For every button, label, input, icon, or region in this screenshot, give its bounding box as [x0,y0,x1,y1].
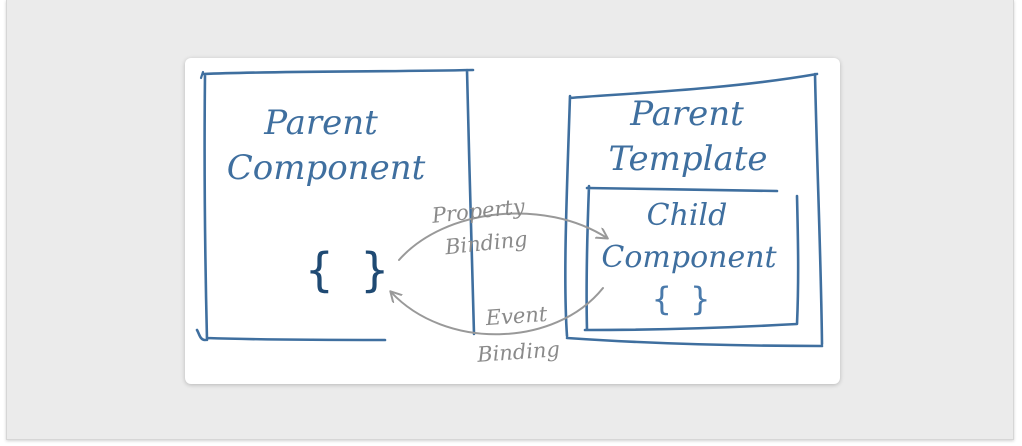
parent-template-box [564,72,824,348]
child-component-title-line1: Child [647,198,728,233]
parent-component-braces: { } [305,243,388,297]
property-binding-label-line1: Property [430,194,527,228]
child-component-braces: { } [652,280,710,318]
child-component-title-line2: Component [601,240,777,275]
property-binding-arrow [398,212,607,261]
parent-component-box [195,68,476,342]
event-binding-label-line1: Event [484,302,549,330]
child-component-box [583,184,800,332]
parent-component-title-line2: Component [227,148,426,188]
component-binding-diagram: Parent Component { } Parent Template Chi… [195,68,824,367]
property-binding-label-line2: Binding [443,227,529,260]
event-binding-arrow [391,287,604,336]
event-binding-label-line2: Binding [475,337,560,367]
parent-component-title-line1: Parent [263,103,378,143]
diagram-card: Parent Component { } Parent Template Chi… [185,58,840,384]
parent-template-title-line2: Template [608,139,767,179]
parent-template-title-line1: Parent [629,94,744,134]
